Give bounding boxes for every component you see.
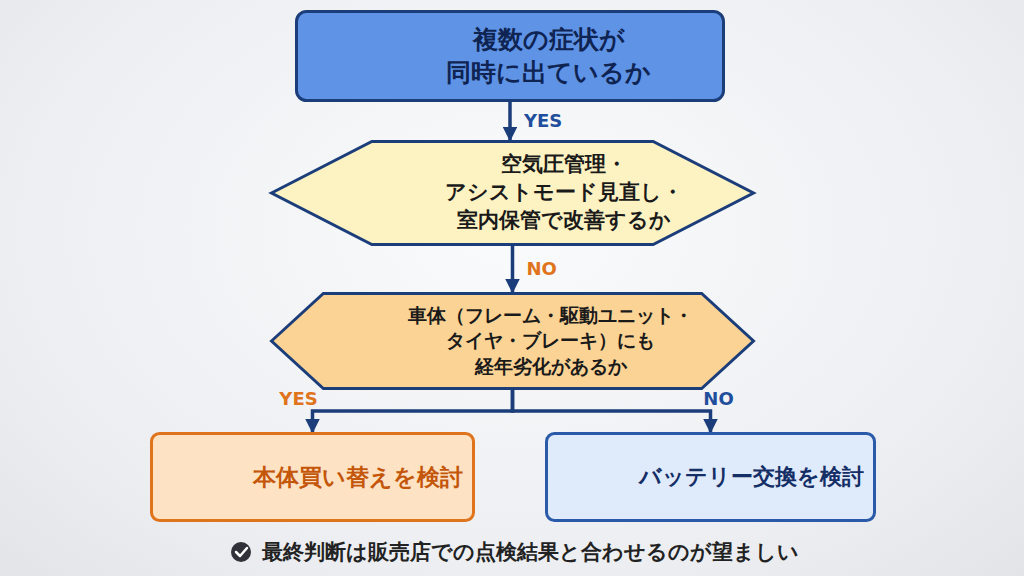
result-box: バッテリー交換を検討 xyxy=(545,432,876,522)
node-shape xyxy=(272,142,754,245)
node-text: 本体買い替えを検討 xyxy=(253,462,463,492)
node-content: バッテリー交換を検討 xyxy=(639,432,864,522)
node-content: 本体買い替えを検討 xyxy=(252,432,463,522)
node-shape xyxy=(297,12,724,101)
node-content: 空気圧管理・ アシストモード見直し・ 室内保管で改善するか xyxy=(418,140,709,246)
decision-hexagon: 車体（フレーム・駆動ユニット・ タイヤ・ブレーキ）にも 経年劣化があるか xyxy=(270,292,755,390)
node-outline xyxy=(295,10,725,102)
node-text: 空気圧管理・ アシストモード見直し・ 室内保管で改善するか xyxy=(445,151,683,234)
branch-label: NO xyxy=(703,388,733,410)
flow-connector xyxy=(313,390,513,432)
branch-label: NO xyxy=(527,258,557,280)
flow-connector xyxy=(513,390,711,432)
flow-connector xyxy=(508,102,512,140)
branch-label: YES xyxy=(524,110,562,132)
node-shape xyxy=(272,294,754,389)
node-shape xyxy=(547,434,875,521)
branch-label: YES xyxy=(279,388,317,410)
flow-connector xyxy=(511,246,515,292)
node-text: 複数の症状が 同時に出ているか xyxy=(446,23,651,89)
node-content: 車体（フレーム・駆動ユニット・ タイヤ・ブレーキ）にも 経年劣化があるか xyxy=(388,292,713,390)
node-content: 複数の症状が 同時に出ているか xyxy=(400,10,697,102)
question-box: 複数の症状が 同時に出ているか xyxy=(295,10,725,102)
node-text: 車体（フレーム・駆動ユニット・ タイヤ・ブレーキ）にも 経年劣化があるか xyxy=(408,303,693,378)
node-shape xyxy=(152,434,474,521)
decision-diamond: 空気圧管理・ アシストモード見直し・ 室内保管で改善するか xyxy=(270,140,755,246)
check-icon xyxy=(231,542,251,562)
node-text: バッテリー交換を検討 xyxy=(639,462,864,491)
footnote-text: 最終判断は販売店での点検結果と合わせるのが望ましい xyxy=(262,540,799,565)
result-box: 本体買い替えを検討 xyxy=(150,432,475,522)
